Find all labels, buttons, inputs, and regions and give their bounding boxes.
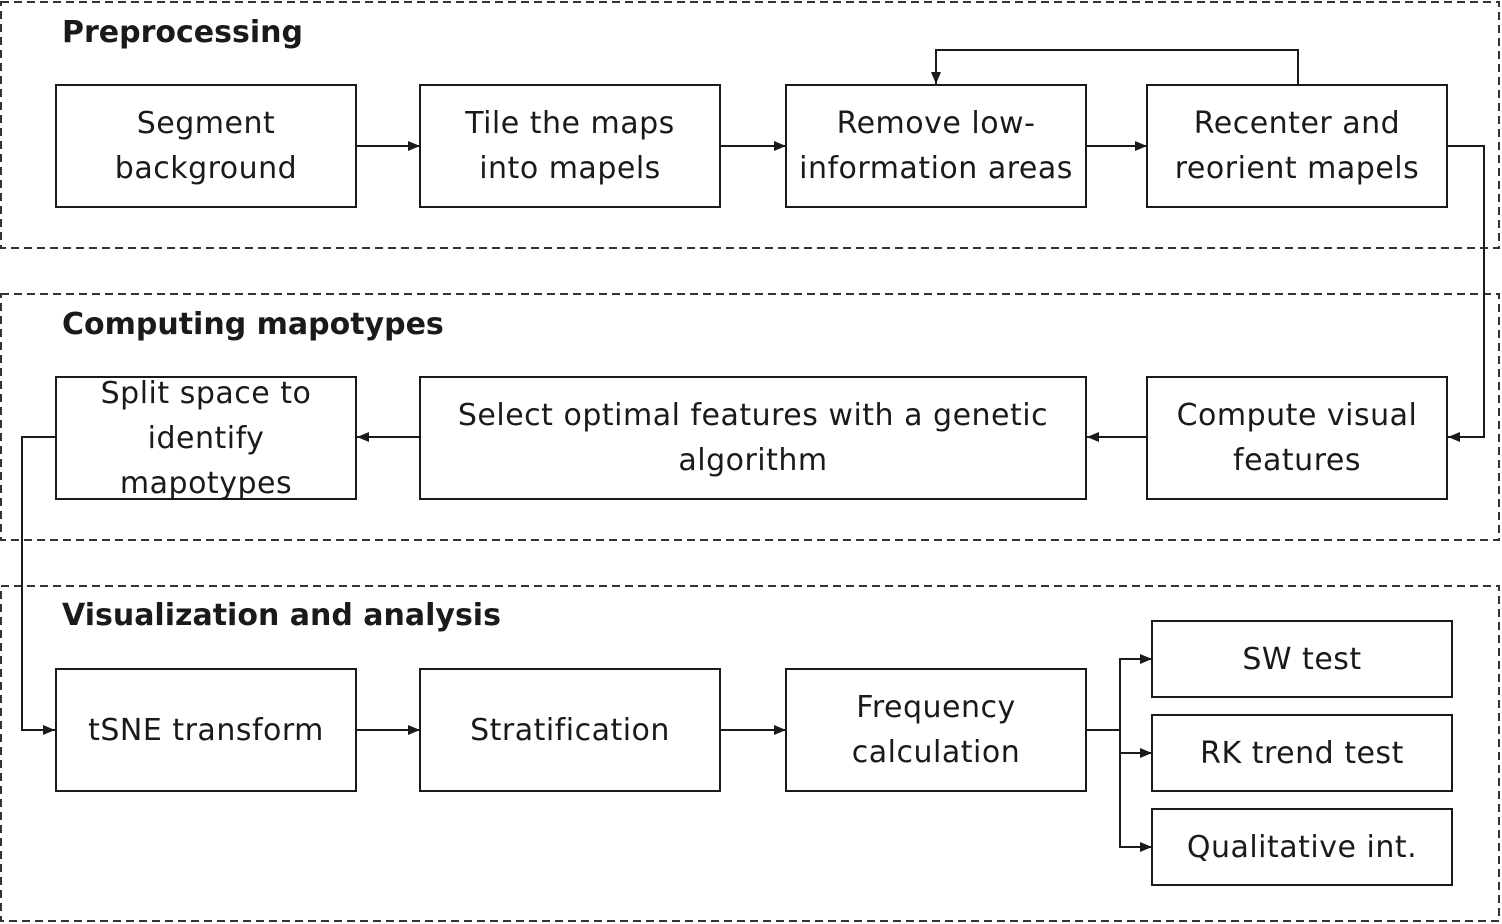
node-label: Qualitative int. — [1186, 829, 1418, 865]
node-label: Remove low-information areas — [799, 106, 1073, 186]
arrow-recenter-loop-to-remove — [931, 49, 1299, 85]
node-label: Stratification — [470, 712, 670, 748]
node-rk-trend-test: RK trend test — [1151, 714, 1453, 792]
node-tsne-transform: tSNE transform — [55, 668, 357, 792]
section-title-preprocessing: Preprocessing — [62, 15, 303, 50]
arrow-split-to-tsne — [21, 436, 56, 735]
section-title-visualization-and-analysis: Visualization and analysis — [62, 598, 501, 633]
node-sw-test: SW test — [1151, 620, 1453, 698]
node-qualitative-int: Qualitative int. — [1151, 808, 1453, 886]
node-label: SW test — [1242, 641, 1362, 677]
node-label: tSNE transform — [88, 712, 324, 748]
arrow-freq-to-sw — [1086, 654, 1152, 731]
node-stratification: Stratification — [419, 668, 721, 792]
arrow-freq-to-rk — [1119, 730, 1152, 758]
arrow-freq-to-qual — [1119, 753, 1152, 852]
arrow-recenter-to-compute — [1447, 145, 1485, 442]
node-label: RK trend test — [1200, 735, 1404, 771]
node-remove-low-information: Remove low-information areas — [785, 84, 1087, 208]
section-title-computing-mapotypes: Computing mapotypes — [62, 307, 444, 342]
